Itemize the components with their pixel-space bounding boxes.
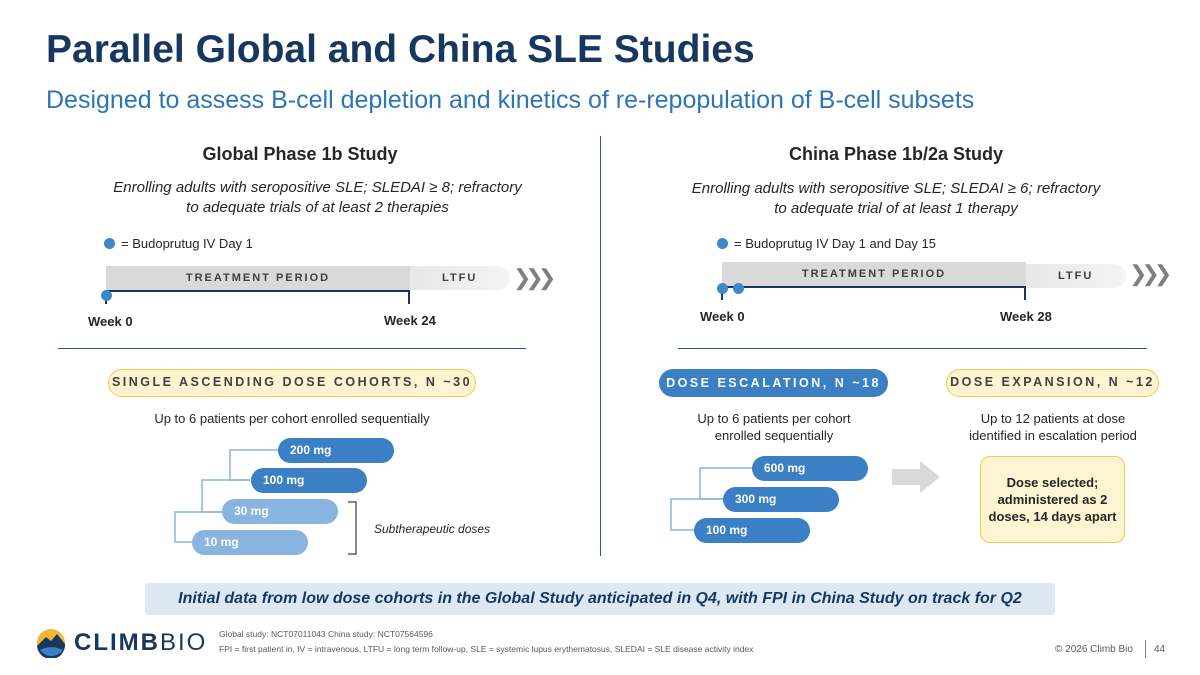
mountain-logo-icon [37,629,66,658]
china-expansion-note-line-1: Up to 12 patients at dose [980,411,1126,426]
footer-study-ids: Global study: NCT07011043 China study: N… [219,629,433,639]
dose-selected-line-2: administered as 2 [997,492,1108,507]
china-ltfu-bar: LTFU [1026,264,1126,288]
column-divider [600,136,601,556]
page-subtitle: Designed to assess B-cell depletion and … [46,86,975,114]
global-study-heading: Global Phase 1b Study [202,144,398,164]
china-escalation-note-line-2: enrolled sequentially [714,428,834,443]
climbbio-logo: CLIMBBIO [36,628,207,658]
china-escalation-pill: DOSE ESCALATION, N ~18 [659,369,888,397]
subtherapeutic-label: Subtherapeutic doses [374,522,491,536]
china-expansion-pill: DOSE EXPANSION, N ~12 [946,369,1159,397]
global-ltfu-bar: LTFU [410,266,510,290]
global-legend: = Budoprutug IV Day 1 [104,236,253,251]
china-week28-tick [1024,286,1026,300]
chevron-right-icon: ❯❯❯ [1129,261,1172,286]
china-enroll-line-2: to adequate trial of at least 1 therapy [774,200,1018,217]
china-treatment-period-bar: TREATMENT PERIOD [722,262,1026,286]
global-ltfu-label: LTFU [442,272,478,284]
global-treatment-period-bar: TREATMENT PERIOD [106,266,410,290]
china-ltfu-label: LTFU [1058,270,1094,282]
global-dose-30mg: 30 mg [222,499,338,524]
china-enrollment-criteria: Enrolling adults with seropositive SLE; … [640,179,1152,219]
china-dose-600mg: 600 mg [752,456,868,481]
global-dose-10mg: 10 mg [192,530,308,555]
china-section-rule [678,348,1147,349]
global-cohort-note: Up to 6 patients per cohort enrolled seq… [154,411,430,426]
china-enroll-line-1: Enrolling adults with seropositive SLE; … [691,180,1101,197]
subtherapeutic-bracket-icon [348,501,357,555]
china-dose-100mg: 100 mg [694,518,810,543]
china-escalation-note-line-1: Up to 6 patients per cohort [697,411,851,426]
global-enroll-line-2: to adequate trials of at least 2 therapi… [186,199,449,216]
global-timeline-axis [106,290,410,292]
dose-selected-line-3: doses, 14 days apart [988,509,1117,524]
logo-text-bold: CLIMB [74,629,160,656]
global-enrollment-criteria: Enrolling adults with seropositive SLE; … [60,178,575,218]
china-dose-300mg: 300 mg [723,487,839,512]
page-number: 44 [1154,644,1166,655]
china-escalation-note: Up to 6 patients per cohort enrolled seq… [660,410,888,444]
dose-selected-box: Dose selected; administered as 2 doses, … [980,456,1125,543]
global-section-rule [58,348,526,349]
footer-abbreviations: FPI = first patient in, IV = intravenous… [219,644,754,654]
arrow-right-icon [892,461,940,493]
china-expansion-note-line-2: identified in escalation period [969,428,1137,443]
dose-selected-line-1: Dose selected; [1006,475,1099,490]
footer-separator [1145,640,1146,658]
key-message-banner: Initial data from low dose cohorts in th… [145,583,1055,615]
china-expansion-note: Up to 12 patients at dose identified in … [946,410,1160,444]
global-week-end: Week 24 [384,313,436,328]
dose-dot-icon [717,238,728,249]
china-study-heading: China Phase 1b/2a Study [788,144,1004,164]
global-week24-tick [408,290,410,304]
logo-text-light: BIO [159,629,208,656]
page-title: Parallel Global and China SLE Studies [46,28,755,71]
dose-dot-icon [104,238,115,249]
china-legend-label: = Budoprutug IV Day 1 and Day 15 [734,236,936,251]
global-dose-200mg: 200 mg [278,438,394,463]
china-dose-day1-marker [717,283,728,294]
global-dose-100mg: 100 mg [251,468,367,493]
china-legend: = Budoprutug IV Day 1 and Day 15 [717,236,936,251]
global-dose-connectors [174,449,278,543]
global-cohort-pill: SINGLE ASCENDING DOSE COHORTS, N ~30 [108,369,476,397]
china-dose-day15-marker [733,283,744,294]
global-legend-label: = Budoprutug IV Day 1 [121,236,253,251]
footer-copyright: © 2026 Climb Bio [1055,644,1133,655]
global-week-start: Week 0 [88,314,133,329]
global-dose-day1-marker [101,290,112,301]
china-week-start: Week 0 [700,309,745,324]
china-timeline-axis [722,286,1026,288]
china-dose-connectors [670,467,754,531]
chevron-right-icon: ❯❯❯ [513,265,556,290]
global-enroll-line-1: Enrolling adults with seropositive SLE; … [113,179,522,196]
china-week-end: Week 28 [1000,309,1052,324]
